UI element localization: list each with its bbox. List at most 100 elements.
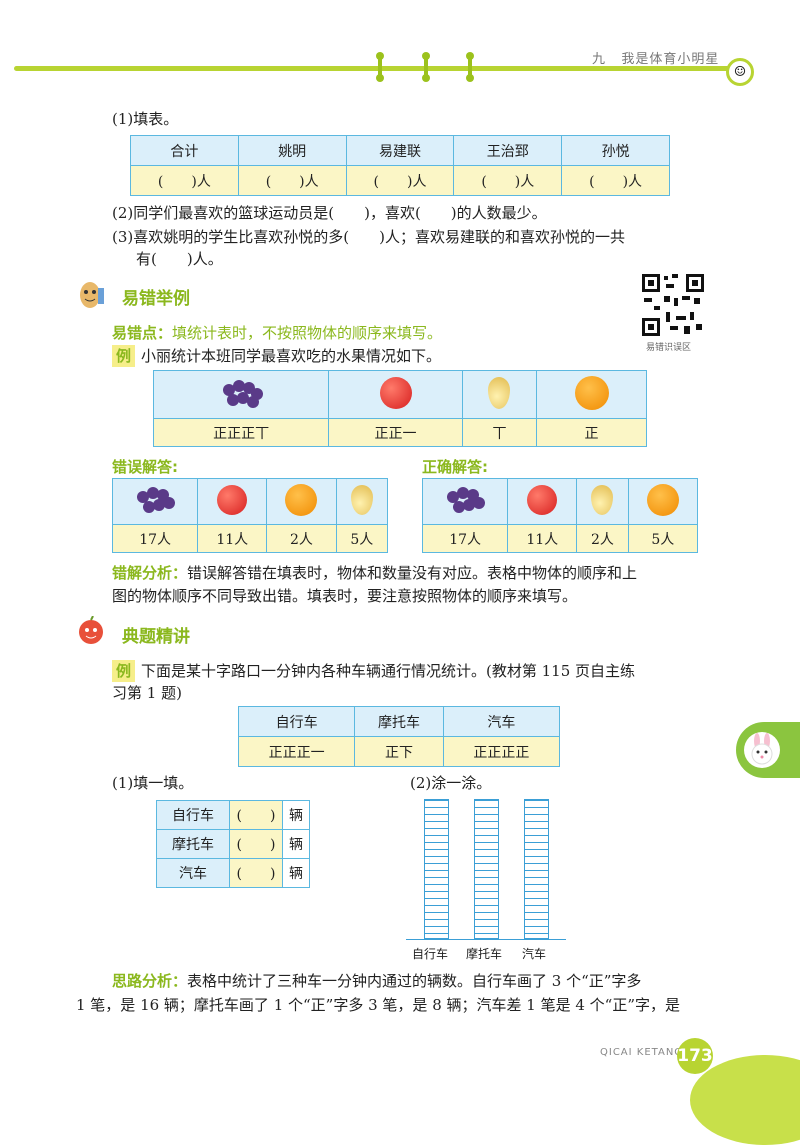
paint-column-car[interactable]: [524, 799, 549, 939]
paint-column-bicycle[interactable]: [424, 799, 449, 939]
lecture-title: 典题精讲: [122, 627, 190, 647]
wrong-value: 17人: [111, 524, 199, 553]
mistake-example: 例小丽统计本班同学最喜欢吃的水果情况如下。: [112, 345, 441, 367]
tally-cell: 丅: [461, 418, 538, 447]
q1-label: (1)填表。: [112, 110, 179, 128]
q1-header: 姚明: [237, 135, 347, 166]
q1-answer-cell[interactable]: ( )人: [130, 165, 239, 196]
example-text: 小丽统计本班同学最喜欢吃的水果情况如下。: [141, 347, 442, 365]
fill-unit: 辆: [282, 829, 310, 859]
chapter-header: 九 我是体育小明星: [592, 48, 719, 67]
right-answer-label: 正确解答:: [422, 458, 488, 476]
vehicle-tally-table: 自行车 摩托车 汽车 正正正一 正下 正正正正: [237, 706, 561, 767]
paint-column-motorcycle[interactable]: [474, 799, 499, 939]
q3-line1: (3)喜欢姚明的学生比喜欢孙悦的多( )人；喜欢易建联的和喜欢孙悦的一共: [112, 228, 625, 246]
q1-header: 易建联: [345, 135, 455, 166]
fill-blank[interactable]: ( ): [229, 829, 283, 859]
example-tag: 例: [112, 345, 136, 367]
vehicle-tally: 正正正正: [442, 736, 561, 767]
fill-vehicle: 自行车: [156, 800, 230, 830]
wrong-answer-label: 错误解答:: [112, 458, 178, 476]
fill-vehicle: 摩托车: [156, 829, 230, 859]
fill-vehicle: 汽车: [156, 858, 230, 888]
pear-icon: [335, 478, 389, 525]
q3-line2: 有( )人。: [136, 250, 223, 268]
right-answer-table: 17人 11人 2人 5人: [421, 478, 699, 553]
q1-header: 孙悦: [561, 135, 670, 166]
mistakes-title: 易错举例: [122, 289, 190, 309]
qr-code-icon[interactable]: [640, 272, 706, 338]
grid-label: 摩托车: [466, 947, 503, 961]
q1-answer-cell[interactable]: ( )人: [345, 165, 455, 196]
grid-label: 汽车: [522, 947, 547, 961]
mistake-analysis-line1: 错解分析：错误解答错在填表时，物体和数量没有对应。表格中物体的顺序和上: [112, 562, 637, 584]
grape-icon: [152, 370, 330, 419]
orange-icon: [627, 478, 699, 525]
chapter-title: 我是体育小明星: [621, 52, 720, 67]
egg-mascot-icon: [76, 280, 106, 310]
fill-blank[interactable]: ( ): [229, 858, 283, 888]
fill-unit: 辆: [282, 858, 310, 888]
lecture-example-line1: 例下面是某十字路口一分钟内各种车辆通行情况统计。(教材第 115 页自主练: [112, 660, 635, 682]
right-value: 5人: [627, 524, 699, 553]
wrong-value: 11人: [197, 524, 268, 553]
apple-icon: [507, 478, 578, 525]
fill-label: (1)填一填。: [112, 774, 194, 792]
right-value: 11人: [507, 524, 578, 553]
page-number: 173: [677, 1038, 713, 1074]
mistake-point-text: 填统计表时，不按照物体的顺序来填写。: [172, 324, 443, 342]
mistake-analysis-line2: 图的物体顺序不同导致出错。填表时，要注意按照物体的顺序来填写。: [112, 587, 578, 605]
right-value: 17人: [421, 524, 509, 553]
tally-cell: 正: [536, 418, 647, 447]
tally-cell: 正正正丅: [152, 418, 330, 447]
vehicle-header: 摩托车: [354, 706, 444, 737]
thinking-line1: 思路分析：表格中统计了三种车一分钟内通过的辆数。自行车画了 3 个“正”字多: [112, 970, 641, 992]
pear-icon: [576, 478, 629, 525]
rabbit-icon: [744, 732, 780, 768]
binder-pin: [466, 52, 474, 82]
grape-icon: [421, 478, 509, 525]
right-value: 2人: [576, 524, 629, 553]
q1-header: 合计: [130, 135, 239, 166]
apple-icon: [197, 478, 268, 525]
vehicle-header: 汽车: [442, 706, 561, 737]
example-tag: 例: [112, 660, 136, 682]
wrong-value: 5人: [335, 524, 389, 553]
q1-answer-cell[interactable]: ( )人: [453, 165, 563, 196]
qr-caption: 易错识误区: [646, 343, 692, 353]
wrong-answer-table: 17人 11人 2人 5人: [111, 478, 389, 553]
apple-mascot-icon: [76, 615, 106, 646]
q1-table: 合计 姚明 易建联 王治郅 孙悦 ( )人 ( )人 ( )人 ( )人 ( )…: [130, 135, 670, 196]
fill-table: 自行车 ( ) 辆 摩托车 ( ) 辆 汽车 ( ) 辆: [156, 800, 310, 888]
lecture-example-text: 下面是某十字路口一分钟内各种车辆通行情况统计。(教材第 115 页自主练: [141, 662, 636, 680]
thinking-line2: 1 笔，是 16 辆；摩托车画了 1 个“正”字多 3 笔，是 8 辆；汽车差 …: [76, 996, 681, 1014]
mistake-point-label: 易错点：: [112, 324, 173, 342]
fill-unit: 辆: [282, 800, 310, 830]
fruit-tally-table: 正正正丅 正正一 丅 正: [152, 370, 647, 447]
analysis-text: 错误解答错在填表时，物体和数量没有对应。表格中物体的顺序和上: [187, 564, 638, 582]
binder-pin: [376, 52, 384, 82]
wrong-value: 2人: [266, 524, 337, 553]
thinking-text: 表格中统计了三种车一分钟内通过的辆数。自行车画了 3 个“正”字多: [187, 972, 642, 990]
orange-icon: [266, 478, 337, 525]
footer-brand: QICAI KETANG: [600, 1047, 684, 1058]
grid-baseline: [406, 939, 566, 940]
grape-icon: [111, 478, 199, 525]
analysis-label: 错解分析：: [112, 564, 188, 582]
thinking-label: 思路分析：: [112, 972, 188, 990]
paint-label: (2)涂一涂。: [410, 774, 492, 792]
q2-text: (2)同学们最喜欢的篮球运动员是( )，喜欢( )的人数最少。: [112, 204, 547, 222]
pear-icon: [461, 370, 538, 419]
fill-blank[interactable]: ( ): [229, 800, 283, 830]
grid-label: 自行车: [412, 947, 449, 961]
q1-answer-cell[interactable]: ( )人: [561, 165, 670, 196]
q1-answer-cell[interactable]: ( )人: [237, 165, 347, 196]
vehicle-header: 自行车: [237, 706, 356, 737]
q1-header: 王治郅: [453, 135, 563, 166]
lecture-example-line2: 习第 1 题): [112, 684, 182, 702]
apple-icon: [328, 370, 463, 419]
binder-pin: [422, 52, 430, 82]
chapter-number: 九: [592, 52, 607, 67]
mascot-icon: ☺: [726, 58, 754, 86]
mistake-point: 易错点：填统计表时，不按照物体的顺序来填写。: [112, 322, 442, 344]
